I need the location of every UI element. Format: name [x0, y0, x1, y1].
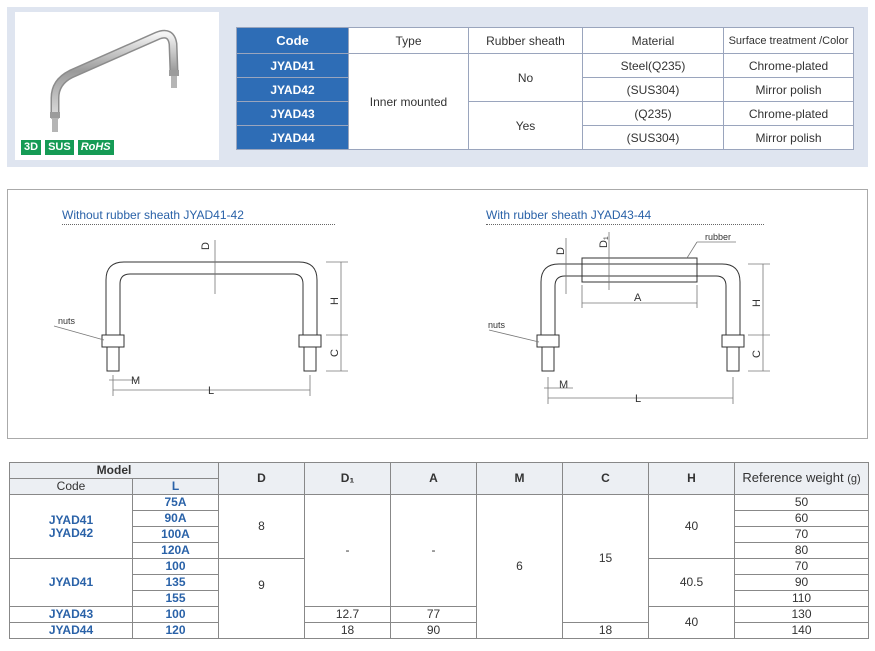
technical-drawings: L M nuts L A M nuts rubber D H C D D₁ H …: [53, 232, 770, 405]
dim-label-H: H: [329, 297, 341, 305]
header-weight-unit: (g): [847, 473, 861, 485]
label-nuts: nuts: [488, 320, 506, 330]
label-rubber: rubber: [705, 232, 731, 242]
weight-cell: 90: [734, 574, 870, 591]
type-cell: Inner mounted: [348, 53, 469, 150]
right-drawing-title: With rubber sheath JYAD43-44: [486, 208, 764, 225]
dim-label-H: H: [751, 299, 763, 307]
row-code: JYAD41: [236, 53, 349, 78]
material-cell: (SUS304): [582, 125, 724, 150]
header-type: Type: [348, 27, 469, 54]
surface-cell: Chrome-plated: [723, 101, 854, 126]
D-cell: 8: [218, 494, 306, 559]
A-cell: 90: [390, 622, 478, 639]
product-image: [15, 12, 219, 160]
header-weight: Reference weight (g): [734, 462, 870, 495]
A-cell: -: [390, 494, 478, 607]
weight-cell: 140: [734, 622, 870, 639]
weight-cell: 60: [734, 510, 870, 527]
header-D1: D₁: [304, 462, 392, 495]
dim-label-D: D: [200, 242, 212, 250]
D1-cell: -: [304, 494, 392, 607]
weight-cell: 70: [734, 558, 870, 575]
dim-label-L: L: [208, 385, 214, 397]
header-H: H: [648, 462, 736, 495]
surface-cell: Chrome-plated: [723, 53, 854, 78]
material-cell: (SUS304): [582, 77, 724, 102]
label-nuts: nuts: [58, 316, 76, 326]
weight-cell: 130: [734, 606, 870, 623]
dim-label-M: M: [559, 379, 568, 391]
length-cell: 155: [131, 590, 220, 607]
weight-cell: 50: [734, 494, 870, 511]
header-M: M: [476, 462, 564, 495]
length-cell: 120: [131, 622, 220, 639]
code-group-3: JYAD43: [9, 606, 133, 623]
dim-label-M: M: [131, 375, 140, 387]
length-cell: 75A: [131, 494, 220, 511]
dim-label-C: C: [751, 350, 763, 358]
M-cell: 6: [476, 494, 564, 639]
header-weight-label: Reference weight: [742, 470, 844, 485]
certification-badges: 3D SUS RoHS: [21, 140, 114, 155]
C-cell: 15: [562, 494, 650, 623]
dim-label-L: L: [635, 393, 641, 405]
dim-label-C: C: [329, 349, 341, 357]
weight-cell: 70: [734, 526, 870, 543]
D-cell: 9: [218, 558, 306, 639]
weight-cell: 80: [734, 542, 870, 559]
A-cell: 77: [390, 606, 478, 623]
header-surface: Surface treatment /Color: [723, 27, 854, 54]
dimension-drawings: Without rubber sheath JYAD41-42 With rub…: [7, 189, 868, 439]
header-material: Material: [582, 27, 724, 54]
badge-rohs: RoHS: [77, 140, 114, 155]
left-drawing-title: Without rubber sheath JYAD41-42: [62, 208, 335, 225]
code-group-4: JYAD44: [9, 622, 133, 639]
C-cell: 18: [562, 622, 650, 639]
length-cell: 120A: [131, 542, 220, 559]
dim-label-A: A: [634, 292, 642, 304]
rubber-no-cell: No: [468, 53, 583, 102]
H-cell: 40.5: [648, 558, 736, 607]
header-D: D: [218, 462, 306, 495]
header-A: A: [390, 462, 478, 495]
code-group-2: JYAD41: [9, 558, 133, 607]
badge-sus: SUS: [45, 140, 74, 155]
header-C: C: [562, 462, 650, 495]
D1-cell: 12.7: [304, 606, 392, 623]
header-model: Model: [8, 462, 220, 479]
spec-table: Code Type Rubber sheath Material Surface…: [236, 27, 854, 150]
header-code: Code: [236, 27, 349, 54]
badge-3d: 3D: [21, 140, 42, 155]
surface-cell: Mirror polish: [723, 125, 854, 150]
material-cell: Steel(Q235): [582, 53, 724, 78]
dim-label-D1: D₁: [598, 236, 610, 248]
rubber-yes-cell: Yes: [468, 101, 583, 150]
length-cell: 100: [131, 558, 220, 575]
row-code: JYAD43: [236, 101, 349, 126]
dim-label-D: D: [555, 247, 567, 255]
length-cell: 135: [131, 574, 220, 591]
weight-cell: 110: [734, 590, 870, 607]
header-rubber: Rubber sheath: [468, 27, 583, 54]
length-cell: 100A: [131, 526, 220, 543]
row-code: JYAD44: [236, 125, 349, 150]
length-cell: 100: [131, 606, 220, 623]
dimension-table: Model D D₁ A M C H Reference weight (g) …: [8, 462, 870, 639]
handle-illustration: [50, 29, 179, 132]
surface-cell: Mirror polish: [723, 77, 854, 102]
H-cell: 40: [648, 494, 736, 559]
D1-cell: 18: [304, 622, 392, 639]
material-cell: (Q235): [582, 101, 724, 126]
row-code: JYAD42: [236, 77, 349, 102]
H-cell: 40: [648, 606, 736, 639]
code-group-1: JYAD41 JYAD42: [9, 494, 133, 559]
length-cell: 90A: [131, 510, 220, 527]
header-L: L: [131, 478, 220, 495]
header-code: Code: [9, 478, 133, 495]
